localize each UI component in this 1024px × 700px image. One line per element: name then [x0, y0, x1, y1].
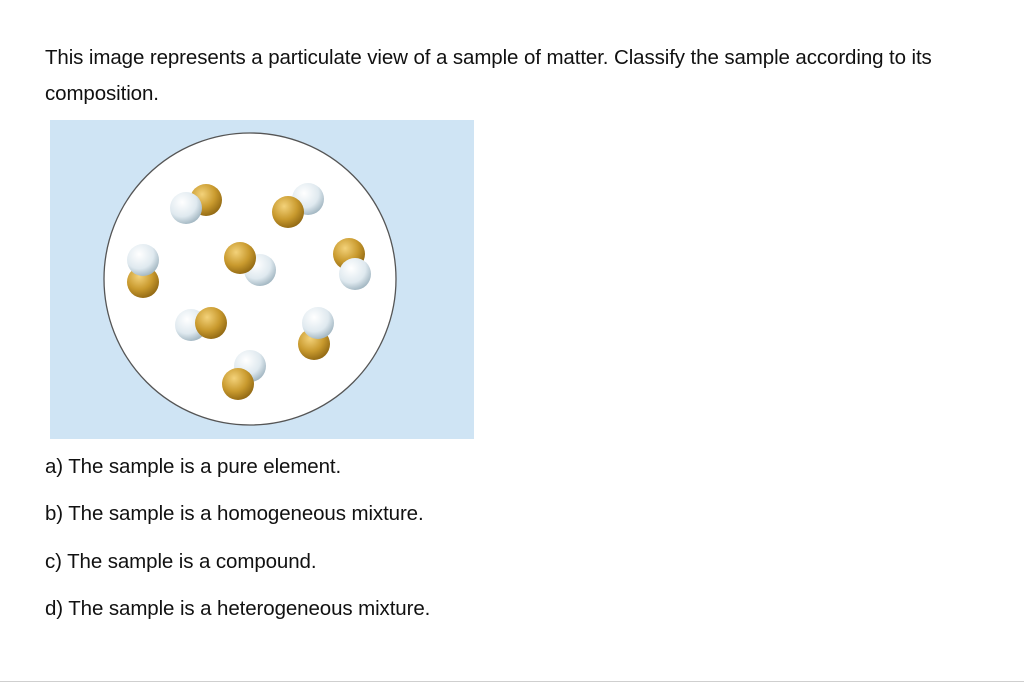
- molecule: [170, 184, 222, 224]
- gold-atom: [195, 307, 227, 339]
- gold-atom: [222, 368, 254, 400]
- option-d[interactable]: d) The sample is a heterogeneous mixture…: [45, 596, 431, 620]
- gold-atom: [127, 266, 159, 298]
- particulate-diagram: [50, 120, 474, 439]
- white-atom: [127, 244, 159, 276]
- gold-atom: [224, 242, 256, 274]
- white-atom: [302, 307, 334, 339]
- option-c[interactable]: c) The sample is a compound.: [45, 549, 317, 573]
- molecule: [333, 238, 371, 290]
- answer-options: a) The sample is a pure element. b) The …: [45, 453, 430, 642]
- particulate-diagram-svg: [103, 132, 397, 426]
- molecule: [298, 307, 334, 360]
- molecule: [272, 183, 324, 228]
- molecule: [224, 242, 276, 286]
- molecule: [222, 350, 266, 400]
- white-atom: [170, 192, 202, 224]
- white-atom: [339, 258, 371, 290]
- bottom-divider: [0, 681, 1024, 682]
- option-b[interactable]: b) The sample is a homogeneous mixture.: [45, 502, 424, 526]
- molecules-group: [127, 183, 371, 400]
- gold-atom: [272, 196, 304, 228]
- option-a[interactable]: a) The sample is a pure element.: [45, 455, 342, 478]
- molecule: [127, 244, 159, 298]
- molecule: [175, 307, 227, 341]
- question-text: This image represents a particulate view…: [45, 46, 932, 105]
